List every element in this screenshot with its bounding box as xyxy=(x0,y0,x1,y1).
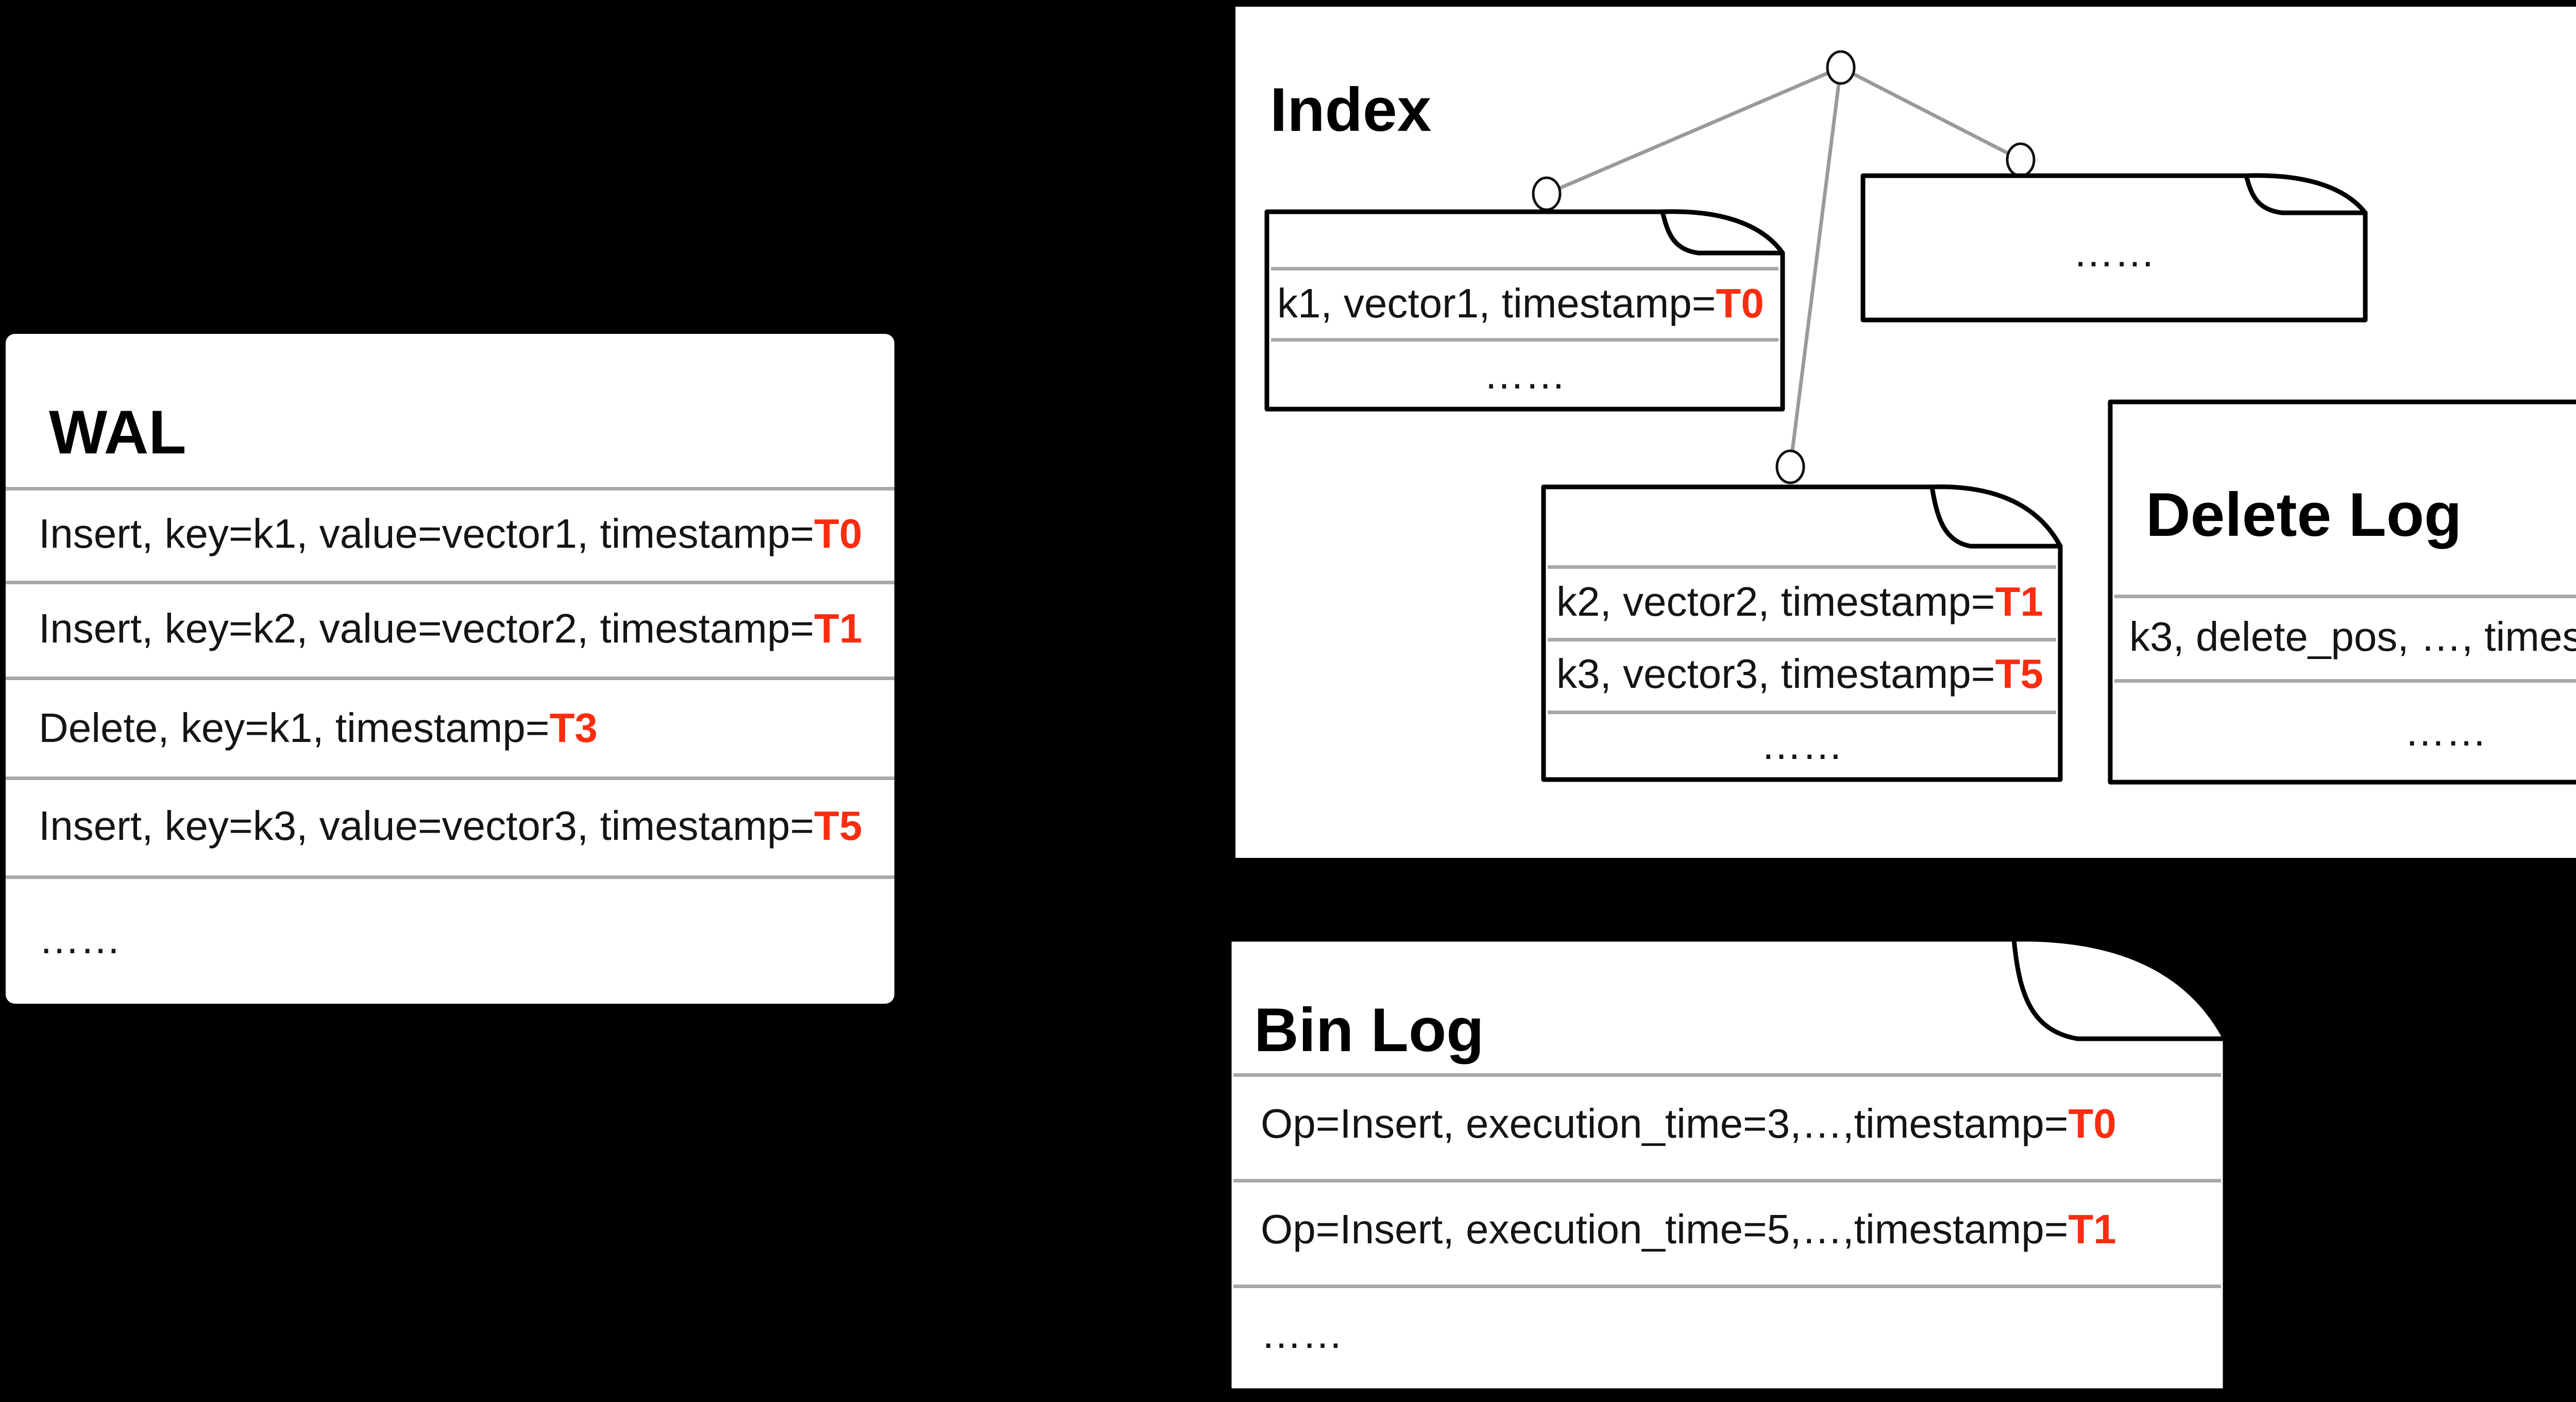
wal-row: Delete, key=k1, timestamp=T3 xyxy=(39,707,598,749)
divider xyxy=(6,875,894,879)
wal-row-text: Delete, key=k1, timestamp= xyxy=(39,705,550,751)
divider xyxy=(1271,338,1778,342)
wal-row: Insert, key=k3, value=vector3, timestamp… xyxy=(39,805,862,847)
timestamp-value: T1 xyxy=(1995,579,2043,624)
divider xyxy=(2114,679,2576,683)
delete-log-title: Delete Log xyxy=(2146,480,2462,549)
divider xyxy=(1233,1073,2221,1077)
timestamp-value: T3 xyxy=(549,705,598,751)
index-doc-row: k2, vector2, timestamp=T1 xyxy=(1556,579,2043,624)
tree-node-circle xyxy=(1532,176,1562,211)
wal-row: Insert, key=k1, value=vector1, timestamp… xyxy=(39,513,862,554)
timestamp-value: T1 xyxy=(814,605,862,651)
divider xyxy=(6,581,894,584)
wal-row-text: Insert, key=k3, value=vector3, timestamp… xyxy=(39,803,815,849)
document-shape xyxy=(1264,209,1785,412)
wal-row-ellipsis: …… xyxy=(39,916,121,962)
index-doc-row: k3, vector3, timestamp=T5 xyxy=(1556,651,2043,697)
divider xyxy=(1548,565,2056,569)
index-doc-row: k1, vector1, timestamp=T0 xyxy=(1277,280,1764,326)
divider xyxy=(1233,1179,2221,1183)
document-shape xyxy=(1541,484,2063,782)
divider xyxy=(1233,1285,2221,1288)
delete-log-row-ellipsis: …… xyxy=(2404,708,2487,754)
index-doc-row-ellipsis: …… xyxy=(1760,722,1843,768)
bin-log-row: Op=Insert, execution_time=5,…,timestamp=… xyxy=(1261,1206,2116,1252)
timestamp-value: T0 xyxy=(2068,1101,2116,1146)
tree-node-circle xyxy=(1775,449,1805,484)
bin-log-row: Op=Insert, execution_time=3,…,timestamp=… xyxy=(1261,1101,2116,1146)
index-panel: Index k1, vector1, timestamp=T0 …… xyxy=(1235,7,2576,858)
wal-row: Insert, key=k2, value=vector2, timestamp… xyxy=(39,608,862,649)
bin-log-doc: Bin Log Op=Insert, execution_time=3,…,ti… xyxy=(1227,937,2228,1393)
timestamp-value: T0 xyxy=(814,511,862,556)
delete-log-row: k3, delete_pos, …, timestamp=T3 xyxy=(2129,614,2576,660)
index-tree xyxy=(1532,50,2036,484)
bin-log-row-ellipsis: …… xyxy=(1261,1311,1343,1357)
tree-edge xyxy=(1546,65,1842,196)
divider xyxy=(2114,595,2576,598)
index-doc-row-ellipsis: …… xyxy=(2073,229,2156,275)
tree-node-circle xyxy=(1826,50,1856,85)
timestamp-value: T1 xyxy=(2068,1206,2116,1252)
index-doc-k1: k1, vector1, timestamp=T0 …… xyxy=(1264,209,1785,412)
bin-log-title: Bin Log xyxy=(1254,995,1484,1065)
divider xyxy=(1548,638,2056,641)
tree-edge xyxy=(1840,65,2022,162)
divider xyxy=(1271,267,1778,271)
index-title: Index xyxy=(1270,75,1432,144)
document-shape xyxy=(1227,937,2228,1393)
index-doc-k2k3: k2, vector2, timestamp=T1 k3, vector3, t… xyxy=(1541,484,2063,782)
document-shape xyxy=(1860,173,2368,323)
divider xyxy=(6,776,894,780)
wal-row-text: Insert, key=k1, value=vector1, timestamp… xyxy=(39,511,815,556)
timestamp-value: T5 xyxy=(1995,651,2043,697)
index-doc-more: …… xyxy=(1860,173,2368,323)
tree-edge xyxy=(1788,67,1843,467)
timestamp-value: T0 xyxy=(1716,280,1764,326)
document-shape xyxy=(2108,399,2576,785)
index-doc-row-ellipsis: …… xyxy=(1483,351,1566,397)
divider xyxy=(1548,711,2056,714)
divider xyxy=(6,677,894,680)
timestamp-value: T5 xyxy=(814,803,862,849)
wal-title: WAL xyxy=(49,397,187,467)
wal-row-text: Insert, key=k2, value=vector2, timestamp… xyxy=(39,605,815,651)
divider xyxy=(6,487,894,491)
wal-panel: WAL Insert, key=k1, value=vector1, times… xyxy=(6,334,894,1004)
delete-log-doc: Delete Log k3, delete_pos, …, timestamp=… xyxy=(2108,399,2576,785)
